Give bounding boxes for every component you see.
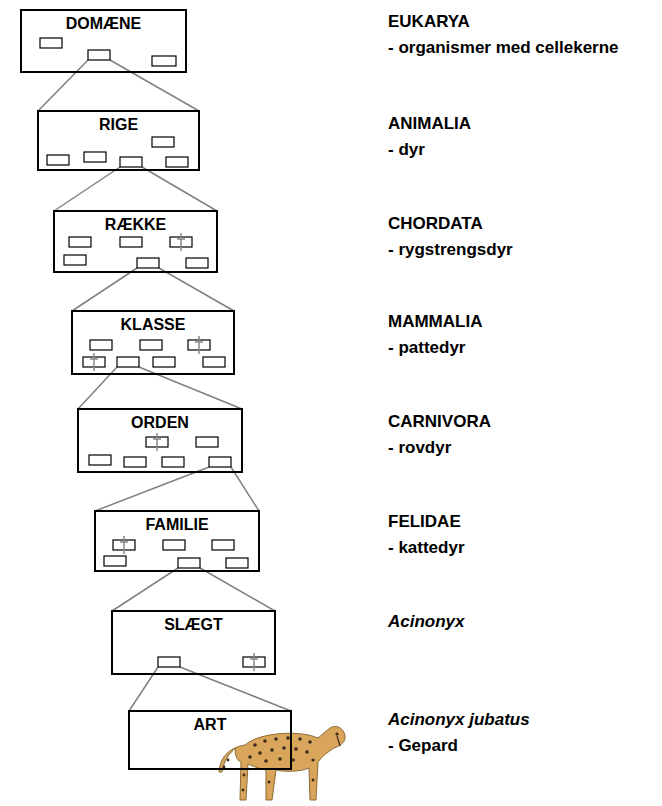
rank-box: DOMÆNE — [20, 9, 187, 73]
taxon-label: MAMMALIA — [388, 312, 482, 332]
extinct-marks — [90, 233, 258, 671]
taxon-label: ANIMALIA — [388, 114, 471, 134]
taxon-label: - organismer med cellekerne — [388, 38, 619, 58]
rank-heading: ORDEN — [79, 410, 241, 432]
zoom-connector — [112, 568, 275, 611]
taxon-label: - rovdyr — [388, 438, 451, 458]
rank-box: SLÆGT — [111, 610, 276, 675]
rank-box: RIGE — [37, 110, 200, 171]
rank-heading: RIGE — [39, 112, 198, 134]
rank-heading: KLASSE — [73, 312, 233, 334]
taxon-label: CARNIVORA — [388, 412, 491, 432]
rank-box: ORDEN — [77, 408, 243, 473]
taxon-label: Acinonyx — [388, 612, 465, 632]
taxon-label: FELIDAE — [388, 512, 461, 532]
rank-heading: SLÆGT — [113, 612, 274, 634]
rank-box: KLASSE — [71, 310, 235, 375]
rank-box: ART — [128, 710, 292, 770]
taxon-label: - Gepard — [388, 736, 458, 756]
rank-heading: DOMÆNE — [22, 11, 185, 33]
zoom-connector — [95, 467, 259, 511]
taxon-label: CHORDATA — [388, 214, 483, 234]
zoom-connector — [72, 268, 234, 311]
taxon-label: EUKARYA — [388, 12, 470, 32]
taxon-label: - rygstrengsdyr — [388, 240, 513, 260]
zoom-connector — [54, 167, 217, 211]
rank-box: FAMILIE — [94, 510, 260, 572]
taxon-label: - kattedyr — [388, 538, 465, 558]
taxon-label: Acinonyx jubatus — [388, 710, 530, 730]
rank-heading: ART — [130, 712, 290, 734]
taxon-label: - pattedyr — [388, 338, 465, 358]
sub-group-boxes — [40, 38, 265, 667]
rank-heading: FAMILIE — [96, 512, 258, 534]
zoom-connector — [38, 60, 199, 111]
rank-heading: RÆKKE — [55, 212, 216, 234]
rank-box: RÆKKE — [53, 210, 218, 273]
taxon-label: - dyr — [388, 140, 425, 160]
